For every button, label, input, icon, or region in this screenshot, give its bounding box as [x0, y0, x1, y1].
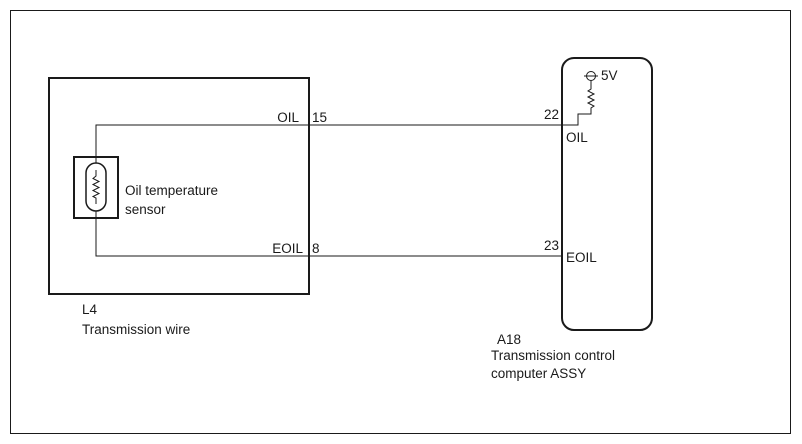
ecu-oil-signal-label: OIL — [566, 130, 588, 145]
ecu-id: A18 — [497, 332, 521, 347]
ecu-name-line2: computer ASSY — [491, 366, 586, 381]
sensor-oil-wire — [95, 124, 309, 163]
ecu-eoil-signal-label: EOIL — [566, 250, 597, 265]
ecu-oil-pin-number: 22 — [544, 107, 559, 122]
wire-connector-name: Transmission wire — [82, 322, 190, 337]
oil-temperature-sensor-box — [73, 156, 119, 219]
transmission-wire-box — [48, 77, 310, 295]
sensor-label-line1: Oil temperature — [125, 183, 218, 198]
diagram-frame — [10, 10, 791, 434]
ecu-box — [561, 57, 653, 331]
sensor-eoil-wire — [95, 211, 309, 257]
l4-oil-signal-label: OIL — [277, 110, 299, 125]
resistor-icon — [91, 170, 101, 204]
ecu-name-line1: Transmission control — [491, 348, 615, 363]
l4-eoil-pin-number: 8 — [312, 241, 320, 256]
l4-oil-pin-number: 15 — [312, 110, 327, 125]
wire-connector-id: L4 — [82, 302, 98, 317]
l4-eoil-signal-label: EOIL — [272, 241, 303, 256]
ecu-supply-voltage: 5V — [601, 68, 618, 83]
sensor-label-line2: sensor — [125, 202, 166, 217]
ecu-eoil-pin-number: 23 — [544, 238, 559, 253]
voltage-supply-icon — [584, 71, 598, 81]
resistor-icon — [562, 80, 596, 126]
